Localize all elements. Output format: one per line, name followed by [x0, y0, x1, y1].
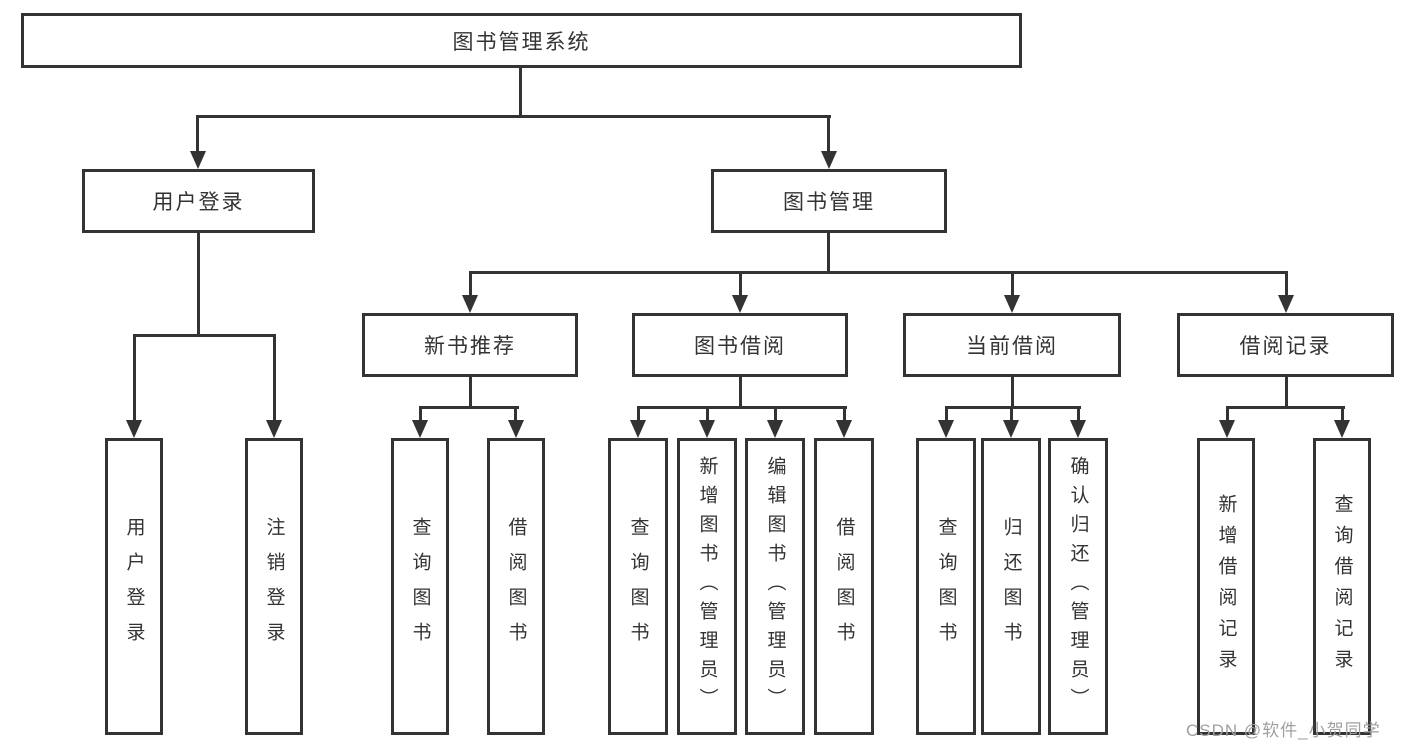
leaf-query-borrow-record: 查询借阅记录 [1313, 438, 1371, 735]
arrow-down-icon [630, 420, 646, 438]
node-book-borrow-label: 图书借阅 [694, 335, 786, 358]
arrow-down-icon [508, 420, 524, 438]
connector-line [1226, 406, 1229, 423]
leaf-query-books-borrow: 查询图书 [608, 438, 668, 735]
connector-line [637, 406, 847, 409]
node-book-management-label: 图书管理 [783, 191, 875, 214]
connector-line [1077, 406, 1080, 423]
arrow-down-icon [190, 151, 206, 169]
connector-line [469, 271, 1287, 274]
leaf-borrow-books-recommend-label: 借阅图书 [505, 516, 527, 657]
leaf-user-login: 用户登录 [105, 438, 163, 735]
leaf-query-books-current-label: 查询图书 [935, 516, 957, 657]
arrow-down-icon [767, 420, 783, 438]
connector-line [1341, 406, 1344, 423]
connector-line [739, 377, 742, 408]
connector-line [1285, 377, 1288, 408]
connector-line [1285, 271, 1288, 298]
connector-line [945, 406, 1081, 409]
connector-line [1011, 271, 1014, 298]
connector-line [827, 115, 830, 153]
node-borrow-records: 借阅记录 [1177, 313, 1394, 377]
arrow-down-icon [699, 420, 715, 438]
leaf-add-books-admin: 新增图书（管理员） [677, 438, 737, 735]
csdn-watermark: CSDN @软件_小贺同学 [1186, 721, 1381, 740]
leaf-logout: 注销登录 [245, 438, 303, 735]
connector-line [519, 68, 522, 116]
leaf-query-books-recommend: 查询图书 [391, 438, 449, 735]
node-user-login-label: 用户登录 [152, 191, 245, 214]
node-book-management: 图书管理 [711, 169, 947, 233]
connector-line [419, 406, 519, 409]
node-current-borrow: 当前借阅 [903, 313, 1121, 377]
arrow-down-icon [462, 295, 478, 313]
leaf-add-borrow-record: 新增借阅记录 [1197, 438, 1255, 735]
arrow-down-icon [732, 295, 748, 313]
leaf-borrow-books-label: 借阅图书 [833, 516, 855, 657]
connector-line [637, 406, 640, 423]
arrow-down-icon [1278, 295, 1294, 313]
connector-line [133, 334, 136, 422]
node-root: 图书管理系统 [21, 13, 1022, 68]
leaf-query-books-borrow-label: 查询图书 [627, 516, 649, 657]
arrow-down-icon [1004, 295, 1020, 313]
node-new-book-recommend-label: 新书推荐 [424, 335, 516, 358]
leaf-borrow-books-recommend: 借阅图书 [487, 438, 545, 735]
connector-line [469, 377, 472, 408]
node-new-book-recommend: 新书推荐 [362, 313, 578, 377]
arrow-down-icon [1070, 420, 1086, 438]
connector-line [945, 406, 948, 423]
leaf-query-borrow-record-label: 查询借阅记录 [1331, 493, 1353, 680]
arrow-down-icon [1003, 420, 1019, 438]
leaf-add-borrow-record-label: 新增借阅记录 [1215, 493, 1237, 680]
connector-line [1011, 377, 1014, 408]
node-borrow-records-label: 借阅记录 [1239, 335, 1332, 358]
connector-line [739, 271, 742, 298]
node-user-login: 用户登录 [82, 169, 315, 233]
connector-line [197, 233, 200, 336]
connector-line [273, 334, 276, 422]
leaf-edit-books-admin-label: 编辑图书（管理员） [764, 456, 786, 717]
connector-line [1010, 406, 1013, 423]
leaf-add-books-admin-label: 新增图书（管理员） [696, 456, 718, 717]
connector-line [196, 115, 199, 153]
connector-line [706, 406, 709, 423]
arrow-down-icon [126, 420, 142, 438]
leaf-logout-label: 注销登录 [263, 516, 285, 657]
connector-line [1226, 406, 1345, 409]
connector-line [469, 271, 472, 298]
leaf-edit-books-admin: 编辑图书（管理员） [745, 438, 805, 735]
leaf-query-books-current: 查询图书 [916, 438, 976, 735]
leaf-return-books-label: 归还图书 [1000, 516, 1022, 657]
connector-line [827, 233, 830, 273]
connector-line [197, 115, 831, 118]
connector-line [133, 334, 276, 337]
connector-line [514, 406, 517, 423]
arrow-down-icon [938, 420, 954, 438]
leaf-borrow-books: 借阅图书 [814, 438, 874, 735]
connector-line [774, 406, 777, 423]
leaf-user-login-label: 用户登录 [123, 516, 145, 657]
leaf-return-books: 归还图书 [981, 438, 1041, 735]
node-root-label: 图书管理系统 [452, 30, 591, 54]
leaf-confirm-return-admin: 确认归还（管理员） [1048, 438, 1108, 735]
node-current-borrow-label: 当前借阅 [966, 335, 1058, 358]
arrow-down-icon [821, 151, 837, 169]
arrow-down-icon [412, 420, 428, 438]
node-book-borrow: 图书借阅 [632, 313, 848, 377]
arrow-down-icon [266, 420, 282, 438]
arrow-down-icon [836, 420, 852, 438]
connector-line [843, 406, 846, 423]
arrow-down-icon [1334, 420, 1350, 438]
arrow-down-icon [1219, 420, 1235, 438]
leaf-query-books-recommend-label: 查询图书 [409, 516, 431, 657]
leaf-confirm-return-admin-label: 确认归还（管理员） [1067, 456, 1089, 717]
connector-line [419, 406, 422, 423]
